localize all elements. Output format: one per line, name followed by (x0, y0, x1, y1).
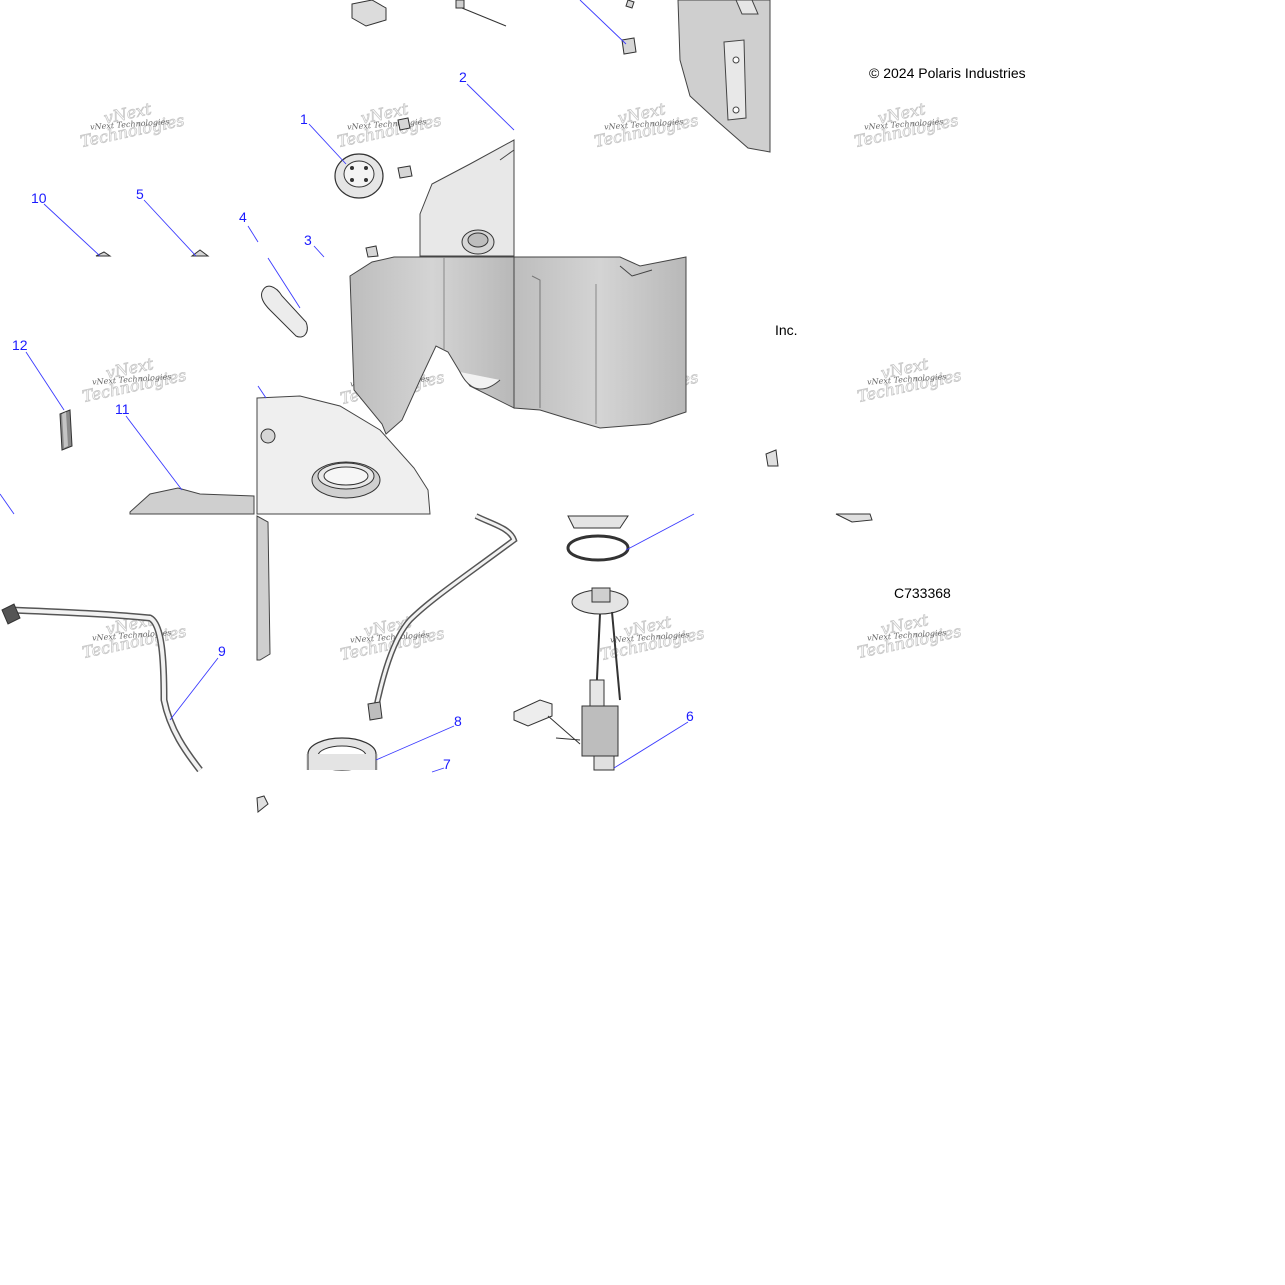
watermark: vNext Technologies vNext Technologies (855, 610, 963, 663)
watermark: vNext Technologies vNext Technologies (852, 99, 960, 152)
callout-12: 12 (12, 337, 28, 353)
callout-2: 2 (459, 69, 467, 85)
bolt-part (397, 165, 413, 179)
callout-11: 11 (115, 401, 130, 417)
fuel-cap-part (334, 153, 384, 199)
fuel-tank-upper-fragment (419, 139, 515, 257)
fuel-tank-end-fragment (677, 0, 771, 153)
ring-fragment (256, 795, 269, 813)
fuel-tank-left-side (256, 515, 271, 661)
callout-9: 9 (218, 643, 226, 659)
bolt-part (365, 245, 379, 258)
callout-labels: 1 2 3 4 5 6 7 8 9 10 11 12 (12, 69, 694, 772)
watermark: vNext Technologies vNext Technologies (78, 99, 186, 152)
fuel-tank-left-fragment (129, 487, 255, 515)
callout-10: 10 (31, 190, 47, 206)
drawing-number: C733368 (894, 585, 951, 601)
callout-4: 4 (239, 209, 247, 225)
watermark: vNext Technologies vNext Technologies (80, 354, 188, 407)
copyright-text-continued: Inc. (775, 322, 798, 338)
bolt-part (621, 0, 637, 55)
copyright-text: © 2024 Polaris Industries (869, 65, 1026, 81)
vent-hose-part (367, 513, 518, 721)
fragment-part (765, 449, 779, 467)
strap-part (261, 285, 308, 338)
fragment-part (190, 249, 210, 257)
watermark: vNext Technologies vNext Technologies (335, 99, 443, 152)
fuel-line-part (1, 603, 203, 773)
callout-3: 3 (304, 232, 312, 248)
bolt-part (455, 0, 507, 27)
lock-ring-part (306, 737, 378, 771)
fuel-tank-lower-fragment (256, 395, 431, 515)
bolt-part (397, 117, 411, 131)
fuel-pump-assembly-part (513, 587, 629, 771)
fuel-tank-main-body (349, 256, 687, 435)
callout-7: 7 (443, 756, 451, 772)
gasket-part (566, 515, 630, 562)
callout-1: 1 (300, 111, 308, 127)
fragment-part (835, 513, 873, 523)
watermark: vNext Technologies vNext Technologies (592, 99, 700, 152)
callout-5: 5 (136, 186, 144, 202)
small-block-part (351, 0, 387, 27)
leader-lines (0, 0, 695, 773)
watermark: vNext Technologies vNext Technologies (855, 354, 963, 407)
callout-6: 6 (686, 708, 694, 724)
clip-part (59, 409, 73, 451)
callout-8: 8 (454, 713, 462, 729)
